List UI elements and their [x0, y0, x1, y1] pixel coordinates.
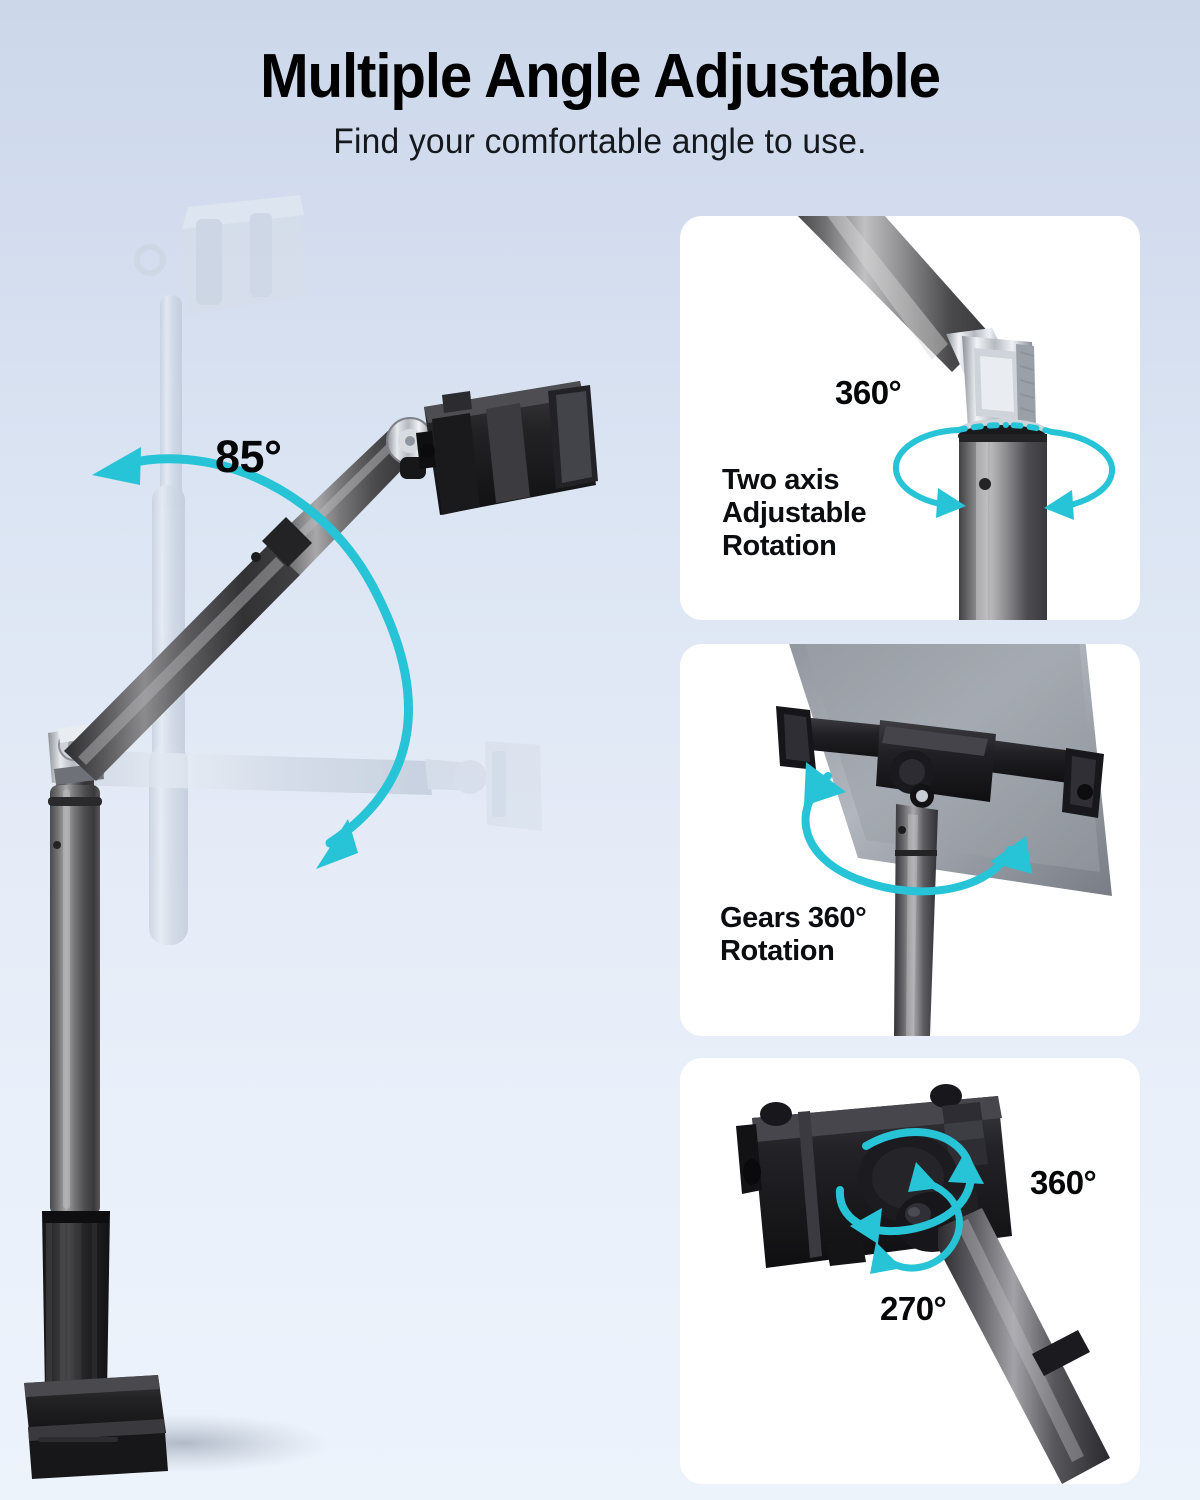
ghost-arm-horizontal	[70, 741, 542, 831]
rotation-arrowhead-right	[1044, 490, 1074, 520]
arrowhead-360-right	[948, 1150, 984, 1184]
degree-label-360: 360°	[835, 374, 902, 411]
header: Multiple Angle Adjustable Find your comf…	[0, 0, 1200, 162]
panel-gears-rotation: Gears 360° Rotation	[680, 644, 1140, 1036]
panel-head-rotation: 360° 270°	[680, 1058, 1140, 1484]
stand-vertical-pole	[48, 737, 102, 1215]
hero-illustration: 85°	[0, 185, 670, 1500]
gears-arrowhead-left	[804, 762, 846, 806]
page-title: Multiple Angle Adjustable	[260, 42, 941, 111]
angle-arrow-down	[316, 819, 358, 869]
degree-label-360-head: 360°	[1030, 1164, 1097, 1201]
lower-pole	[959, 434, 1047, 620]
panel-caption-two-axis: Two axis Adjustable Rotation	[722, 464, 867, 563]
arrowhead-360-left	[850, 1208, 882, 1244]
rotation-arrows-360	[892, 422, 1116, 511]
arrowhead-270-bottom	[870, 1242, 902, 1274]
tablet-clamp-head	[416, 381, 598, 515]
panel-caption-gears: Gears 360° Rotation	[720, 902, 867, 968]
tablet-clamp-arms	[776, 706, 1104, 818]
angle-label-85: 85°	[215, 431, 282, 482]
page-subtitle: Find your comfortable angle to use.	[333, 121, 867, 161]
angle-arrow-up	[92, 447, 141, 485]
support-pole-angled	[938, 1208, 1110, 1484]
support-pole	[894, 804, 938, 1036]
rotation-arrowhead-left	[936, 488, 966, 518]
rotation-arrow-270	[884, 1178, 963, 1272]
gears-rotation-arrow	[801, 772, 1014, 896]
arrowhead-270-top	[908, 1162, 940, 1192]
stand-lower-grip	[42, 1211, 110, 1395]
stand-clamp-base	[24, 1375, 168, 1479]
stand-angled-arm	[64, 427, 418, 781]
degree-label-270-head: 270°	[880, 1290, 947, 1327]
gears-arrowhead-right	[990, 836, 1032, 874]
panel-two-axis-rotation: 360° Two axis Adjustable Rotation	[680, 216, 1140, 620]
angle-arc-85	[113, 454, 413, 848]
